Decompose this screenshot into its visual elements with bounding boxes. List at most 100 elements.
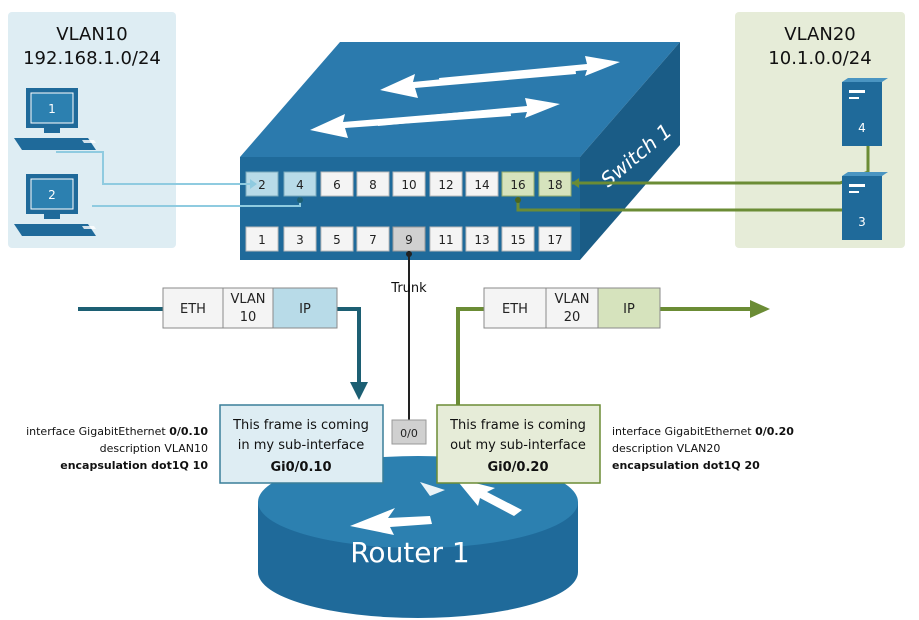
port-label: 12 — [438, 178, 453, 192]
subinterface-right-box — [436, 404, 601, 484]
subinterface-right-line2: out my sub-interface — [450, 438, 586, 453]
subinterface-right-line1: This frame is coming — [449, 418, 586, 433]
router-port[interactable] — [391, 419, 427, 445]
port-label: 11 — [438, 233, 453, 247]
switch-arrows-icon — [310, 56, 620, 138]
switch-port[interactable] — [356, 226, 390, 252]
switch-port[interactable] — [320, 226, 354, 252]
router-label: Router 1 — [350, 536, 470, 569]
frame-ip-label: IP — [299, 302, 311, 317]
vlan10-title: VLAN10 — [56, 24, 127, 45]
subinterface-left-line2: in my sub-interface — [238, 438, 364, 453]
arrow-head-icon — [750, 300, 770, 318]
dot-icon — [515, 197, 521, 203]
config-left-line1-prefix: interface GigabitEthernet — [26, 425, 169, 438]
switch-ports-top: 2 4 6 8 10 12 14 16 18 — [245, 171, 572, 197]
port-label: 7 — [369, 233, 377, 247]
subinterface-right: This frame is coming out my sub-interfac… — [436, 404, 601, 484]
switch-port[interactable] — [356, 171, 390, 197]
port-label: 13 — [474, 233, 489, 247]
frame-vlan-id: 10 — [240, 310, 257, 325]
port-label: 3 — [296, 233, 304, 247]
switch-port[interactable] — [429, 226, 463, 252]
pc-label: 1 — [48, 102, 56, 116]
subinterface-left: This frame is coming in my sub-interface… — [219, 404, 384, 484]
subinterface-left-box — [219, 404, 384, 484]
port-label: 10 — [401, 178, 416, 192]
config-right-line2: description VLAN20 — [612, 442, 720, 455]
frame-eth-label: ETH — [180, 302, 206, 317]
port-label: 4 — [296, 178, 304, 192]
port-label: 6 — [333, 178, 341, 192]
arrow-head-icon — [572, 178, 579, 188]
server-icon: 4 — [842, 78, 888, 146]
frame-ip-label: IP — [623, 302, 635, 317]
router-arrow-icon — [350, 508, 432, 535]
frame-vlan20: ETH VLAN 20 IP — [456, 287, 770, 406]
config-left-line1-iface: 0/0.10 — [169, 425, 208, 438]
port-label: 5 — [333, 233, 341, 247]
config-right: interface GigabitEthernet 0/0.20 descrip… — [612, 425, 794, 472]
switch-port[interactable] — [429, 171, 463, 197]
trunk-label: Trunk — [390, 281, 427, 296]
pc-icon: 1 — [14, 88, 96, 150]
port-label: 1 — [258, 233, 266, 247]
pc-label: 2 — [48, 188, 56, 202]
port-label: 18 — [547, 178, 562, 192]
frame-vlan-label: VLAN — [230, 292, 265, 307]
switch-port[interactable] — [501, 226, 535, 252]
vlan20-subnet: 10.1.0.0/24 — [768, 48, 871, 69]
subinterface-left-line1: This frame is coming — [232, 418, 369, 433]
port-label: 9 — [405, 233, 413, 247]
switch-port[interactable] — [392, 171, 426, 197]
config-right-line1-prefix: interface GigabitEthernet — [612, 425, 755, 438]
dot-icon — [297, 197, 303, 203]
pc-icon: 2 — [14, 174, 96, 236]
config-right-line1-iface: 0/0.20 — [755, 425, 794, 438]
config-left-line2: description VLAN10 — [100, 442, 208, 455]
switch-port[interactable] — [320, 171, 354, 197]
flow-line — [337, 307, 361, 384]
switch-port[interactable] — [501, 171, 535, 197]
cable-endpoints — [250, 178, 579, 257]
router-arrow-icon — [420, 482, 445, 496]
switch-port[interactable] — [538, 171, 572, 197]
router-port-label: 0/0 — [400, 427, 418, 440]
switch-port[interactable] — [538, 226, 572, 252]
switch-port[interactable] — [283, 171, 317, 197]
dot-icon — [406, 251, 412, 257]
switch-port[interactable] — [245, 226, 279, 252]
frame-vlan-cell — [222, 287, 274, 329]
config-left-line1: interface GigabitEthernet 0/0.10 — [26, 425, 208, 438]
frame-eth-cell — [162, 287, 224, 329]
server-label: 4 — [858, 121, 866, 135]
switch-port[interactable] — [465, 226, 499, 252]
frame-vlan-label: VLAN — [554, 292, 589, 307]
frame-ip-cell — [272, 287, 338, 329]
vlan10-subnet: 192.168.1.0/24 — [23, 48, 161, 69]
trunk-port[interactable] — [392, 226, 426, 252]
config-left-line3: encapsulation dot1Q 10 — [60, 459, 208, 472]
port-label: 17 — [547, 233, 562, 247]
arrow-head-icon — [250, 179, 257, 189]
port-label: 2 — [258, 178, 266, 192]
frame-vlan-cell — [545, 287, 599, 329]
switch-ports-bottom: 1 3 5 7 9 11 13 15 17 — [245, 226, 572, 252]
server-label: 3 — [858, 215, 866, 229]
frame-vlan-id: 20 — [564, 310, 581, 325]
router-arrow-icon — [455, 478, 522, 516]
subinterface-right-iface: Gi0/0.20 — [488, 460, 549, 475]
vlan20-title: VLAN20 — [784, 24, 855, 45]
frame-eth-label: ETH — [502, 302, 528, 317]
switch-port[interactable] — [283, 226, 317, 252]
config-right-line3: encapsulation dot1Q 20 — [612, 459, 760, 472]
vlan10-cable — [56, 151, 250, 185]
switch-port[interactable] — [465, 171, 499, 197]
frame-vlan10: ETH VLAN 10 IP — [78, 287, 368, 400]
config-left: interface GigabitEthernet 0/0.10 descrip… — [26, 425, 208, 472]
server-icon: 3 — [842, 172, 888, 240]
frame-ip-cell — [597, 287, 661, 329]
frame-eth-cell — [483, 287, 547, 329]
port-label: 16 — [510, 178, 525, 192]
